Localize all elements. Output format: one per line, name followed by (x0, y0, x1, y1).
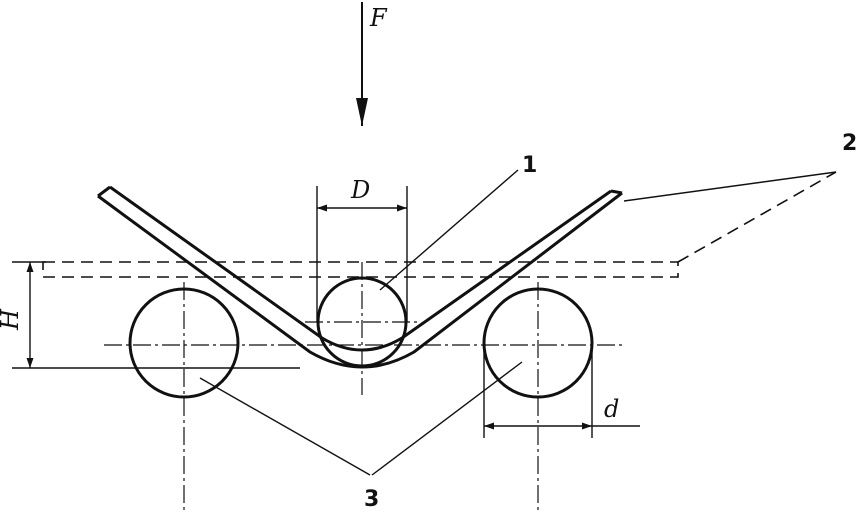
roller-diameter-label: d (604, 395, 619, 423)
force-arrow (356, 2, 368, 126)
mandrel-diameter-label: D (350, 176, 370, 204)
dimension-H (12, 261, 300, 369)
dimension-D (316, 186, 408, 322)
part-2-label: 2 (842, 131, 857, 156)
part-1-label: 1 (522, 153, 537, 178)
center-lines (104, 262, 622, 512)
flat-specimen-outline (42, 261, 679, 278)
leader-lines (199, 169, 837, 476)
part-3-label: 3 (364, 487, 379, 512)
force-label: F (369, 4, 388, 32)
height-label: H (0, 308, 24, 331)
